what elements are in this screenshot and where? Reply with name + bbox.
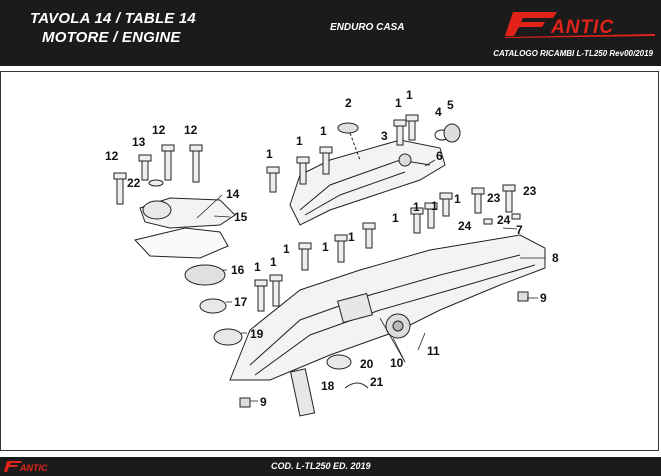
callout-12c: 12	[184, 123, 198, 137]
callout-12a: 12	[105, 149, 119, 163]
footer-code: COD. L-TL250 ED. 2019	[271, 461, 371, 471]
callout-10: 10	[390, 356, 404, 370]
callout-24a: 24	[458, 219, 472, 233]
callout-1f: 1	[392, 211, 399, 225]
callout-23b: 23	[523, 184, 537, 198]
footer-fantic-logo: ANTIC	[4, 461, 48, 473]
callout-4: 4	[435, 105, 442, 119]
callout-9b: 9	[260, 395, 267, 409]
callout-1k: 1	[322, 240, 329, 254]
seal-19	[213, 328, 243, 346]
callout-12b: 12	[152, 123, 166, 137]
ring	[184, 264, 226, 286]
spark-plug	[289, 368, 316, 417]
callout-1h: 1	[431, 199, 438, 213]
fantic-logo: ANTIC	[505, 12, 655, 38]
callout-1n: 1	[270, 255, 277, 269]
callout-1i: 1	[454, 192, 461, 206]
callout-16: 16	[231, 263, 245, 277]
callout-7: 7	[516, 223, 523, 237]
callout-17: 17	[234, 295, 248, 309]
callout-1e: 1	[406, 88, 413, 102]
oil-plug	[398, 153, 412, 167]
callout-13: 13	[132, 135, 146, 149]
callout-1d: 1	[395, 96, 402, 110]
callout-19: 19	[250, 327, 264, 341]
section-title: MOTORE / ENGINE	[42, 29, 181, 46]
callout-6: 6	[436, 149, 443, 163]
callout-23a: 23	[487, 191, 501, 205]
table-title: TAVOLA 14 / TABLE 14	[30, 10, 196, 27]
callout-1m: 1	[254, 260, 261, 274]
gasket-2	[337, 122, 359, 134]
cap-5	[443, 123, 461, 143]
callout-14: 14	[226, 187, 240, 201]
callout-15: 15	[234, 210, 248, 224]
callout-1j: 1	[283, 242, 290, 256]
callout-1l: 1	[348, 230, 355, 244]
clip-21	[344, 382, 369, 389]
callout-24b: 24	[497, 213, 511, 227]
svg-text:ANTIC: ANTIC	[19, 463, 48, 473]
callout-9a: 9	[540, 291, 547, 305]
dowel-9b	[239, 397, 251, 408]
svg-text:ANTIC: ANTIC	[550, 17, 614, 38]
dowel-9a	[517, 291, 529, 302]
callout-3: 3	[381, 129, 388, 143]
page-header: TAVOLA 14 / TABLE 14 MOTORE / ENGINE END…	[0, 0, 661, 66]
callout-20: 20	[360, 357, 374, 371]
callout-5: 5	[447, 98, 454, 112]
seal-17	[199, 298, 227, 314]
callout-1c: 1	[320, 124, 327, 138]
callout-18: 18	[321, 379, 335, 393]
callout-1b: 1	[296, 134, 303, 148]
callout-1g: 1	[413, 200, 420, 214]
diagram-frame	[0, 71, 659, 451]
gasket	[134, 227, 229, 259]
callout-21: 21	[370, 375, 384, 389]
cam-chain-port	[337, 292, 373, 324]
callout-8: 8	[552, 251, 559, 265]
page-footer: ANTIC COD. L-TL250 ED. 2019	[0, 457, 661, 476]
callout-2: 2	[345, 96, 352, 110]
exploded-engine-diagram: 12 13 12 12 22 14 15 16 17 19 1 1 1 2 3 …	[105, 88, 559, 417]
catalog-code: CATALOGO RICAMBI L-TL250 Rev00/2019	[493, 49, 653, 58]
seal-20	[326, 354, 352, 370]
model-name: ENDURO CASA	[330, 22, 405, 33]
callout-11: 11	[427, 344, 440, 358]
callout-22: 22	[127, 176, 141, 190]
callout-1a: 1	[266, 147, 273, 161]
